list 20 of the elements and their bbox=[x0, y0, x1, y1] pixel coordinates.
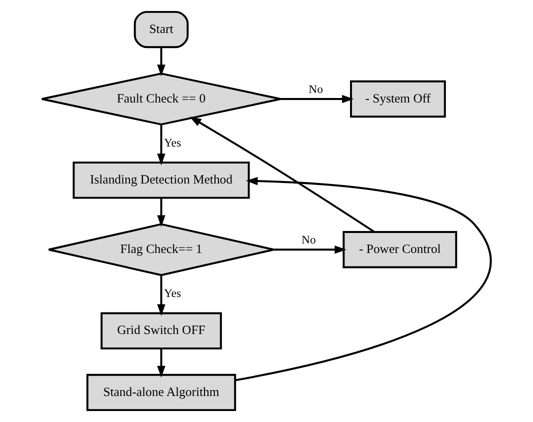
edge-label: No bbox=[308, 82, 323, 96]
arrow bbox=[190, 116, 375, 233]
node-box: - Power Control bbox=[342, 231, 458, 268]
arrow bbox=[274, 246, 346, 254]
node-box: Grid Switch OFF bbox=[100, 312, 222, 350]
node-box: Islanding Detection Method bbox=[72, 162, 250, 199]
edge-label: Yes bbox=[164, 287, 182, 300]
arrow bbox=[157, 275, 166, 316]
arrow bbox=[157, 348, 166, 378]
arrow bbox=[157, 47, 166, 76]
edge-label: Yes bbox=[164, 136, 182, 150]
arrow bbox=[280, 94, 354, 104]
arrow bbox=[235, 176, 492, 382]
arrow bbox=[157, 124, 166, 166]
node-diamond: Flag Check== 1 bbox=[48, 223, 275, 276]
node-box: Start bbox=[134, 10, 189, 48]
arrow bbox=[157, 198, 166, 227]
node-box: - System Off bbox=[350, 80, 446, 118]
node-box: Stand-alone Algorithm bbox=[86, 374, 236, 412]
edge-label: No bbox=[302, 233, 316, 246]
